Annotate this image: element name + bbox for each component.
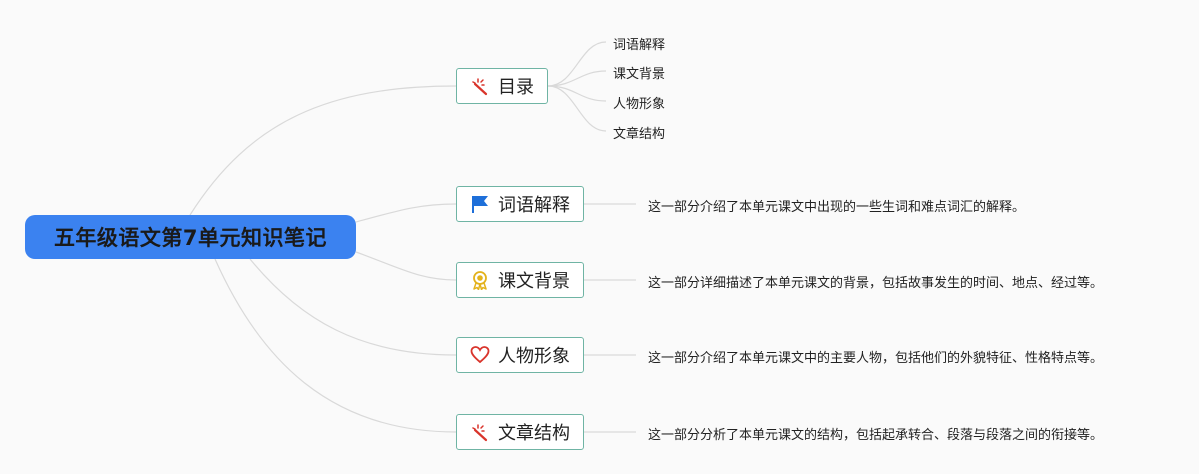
- branch-contents[interactable]: 目录: [456, 68, 548, 104]
- sub-topic-terms[interactable]: 词语解释: [613, 38, 666, 53]
- connector-root-characters: [249, 258, 457, 356]
- branch-label: 文章结构: [498, 423, 570, 444]
- connector-contents-leaf2: [547, 70, 607, 87]
- branch-terms[interactable]: 词语解释: [456, 186, 584, 222]
- magic-wand-icon: [470, 422, 490, 442]
- connector-root-structure: [214, 258, 457, 433]
- branch-label: 课文背景: [498, 271, 570, 292]
- branch-structure[interactable]: 文章结构: [456, 414, 584, 450]
- magic-wand-icon: [470, 76, 490, 96]
- sub-topic-structure[interactable]: 文章结构: [613, 127, 666, 142]
- heart-icon: [470, 345, 490, 365]
- connector-contents-leaf1: [547, 41, 607, 87]
- note-background[interactable]: 这一部分详细描述了本单元课文的背景，包括故事发生的时间、地点、经过等。: [648, 276, 1104, 291]
- branch-characters[interactable]: 人物形象: [456, 337, 584, 373]
- connector-root-contents: [189, 85, 457, 216]
- branch-label: 词语解释: [498, 195, 570, 216]
- branch-label: 目录: [498, 77, 534, 98]
- connector-contents-leaf4: [547, 85, 607, 132]
- branch-label: 人物形象: [498, 346, 570, 367]
- note-structure[interactable]: 这一部分分析了本单元课文的结构，包括起承转合、段落与段落之间的衔接等。: [648, 428, 1104, 443]
- connector-root-terms: [355, 203, 457, 223]
- connector-contents-leaf3: [547, 85, 607, 102]
- branch-background[interactable]: 课文背景: [456, 262, 584, 298]
- central-topic-label: 五年级语文第7单元知识笔记: [53, 226, 328, 250]
- flag-icon: [470, 194, 490, 214]
- note-characters[interactable]: 这一部分介绍了本单元课文中的主要人物，包括他们的外貌特征、性格特点等。: [648, 351, 1104, 366]
- central-topic[interactable]: 五年级语文第7单元知识笔记: [25, 215, 356, 259]
- ribbon-medal-icon: [470, 270, 490, 290]
- sub-topic-background[interactable]: 课文背景: [613, 67, 666, 82]
- connector-root-background: [355, 251, 457, 281]
- note-terms[interactable]: 这一部分介绍了本单元课文中出现的一些生词和难点词汇的解释。: [648, 200, 1026, 215]
- sub-topic-characters[interactable]: 人物形象: [613, 97, 666, 112]
